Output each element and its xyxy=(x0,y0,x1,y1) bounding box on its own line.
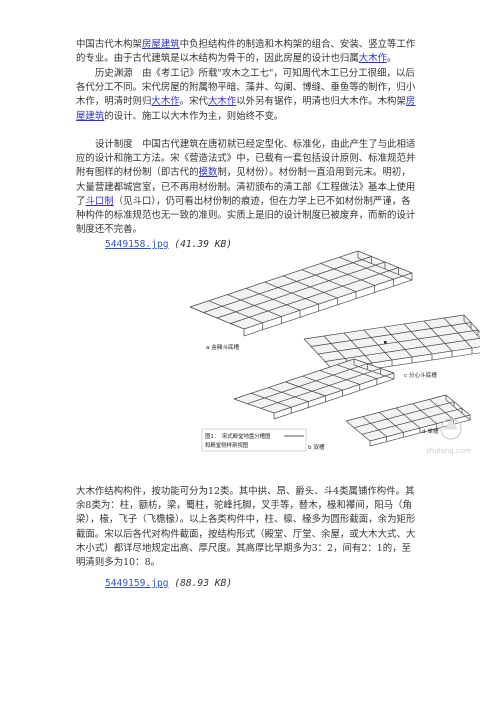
figure-labels: a 金厢斗底槽 c 分心斗底槽 b 双槽 d 单槽 xyxy=(206,341,439,451)
design-paragraph: 设计制度 中国古代建筑在唐初就已经定型化、标准化，由此产生了与此相适应的设计和施… xyxy=(76,138,420,237)
link-damuzuo-3[interactable]: 大木作 xyxy=(207,96,237,108)
design-text-3: （见斗口），仍可看出材份制的痕迹，但在力学上已不如材份制严谨，各种构件的标准规范… xyxy=(76,195,416,236)
link-damuzuo-2[interactable]: 大木作 xyxy=(151,96,180,108)
link-fangwu-jianzhu-2[interactable]: 房屋建筑 xyxy=(76,96,416,122)
plan-d-dancao xyxy=(345,394,471,447)
intro-text-2: 中负担结构件的制造和木构架的组合、安装、竖立等工作的专业。由于古代建筑是以木结构… xyxy=(76,39,416,65)
figure-caption-1: 图1： 宋式殿堂地盘分槽图 xyxy=(205,432,270,440)
structure-text: 大木作结构构件，按功能可分为12类。其中拱、昂、爵头、斗4类属铺作构件。其余8类… xyxy=(76,486,416,569)
history-text-1: 历史渊源 由《考工记》所载"攻木之工七"，可知周代木工已分工很细，以后各代分工不… xyxy=(76,68,416,108)
label-b: b 双槽 xyxy=(308,443,325,451)
history-text-2: 。宋代 xyxy=(179,96,208,108)
attachment-2-link[interactable]: 5449159.jpg xyxy=(105,578,169,589)
attachment-1-size: (41.39 KB) xyxy=(174,239,233,250)
label-a: a 金厢斗底槽 xyxy=(206,343,240,351)
dougong-plan-figure: 图1： 宋式殿堂地盘分槽图 和殿堂侧样剖视图 a 金厢斗底槽 c 分心斗底槽 b… xyxy=(189,250,480,455)
intro-text-3: 。 xyxy=(387,53,397,65)
intro-text-1: 中国古代木构架 xyxy=(76,39,142,50)
history-paragraph: 历史渊源 由《考工记》所载"攻木之工七"，可知周代木工已分工很细，以后各代分工不… xyxy=(76,67,420,124)
plan-c-fenxin xyxy=(303,314,480,376)
link-moshu[interactable]: 模数 xyxy=(198,167,218,179)
structure-paragraph: 大木作结构构件，按功能可分为12类。其中拱、昂、爵头、斗4类属铺作构件。其余8类… xyxy=(76,485,420,570)
history-text-4: 的设计、施工以大木作为主，则始终不变。 xyxy=(104,110,284,122)
link-fangwu-jianzhu[interactable]: 房屋建筑 xyxy=(141,39,180,50)
design-text-1: 设计制度 中国古代建筑在唐初就已经定型化、标准化，由此产生了与此相适应的设计和施… xyxy=(76,139,416,179)
label-c: c 分心斗底槽 xyxy=(404,371,437,379)
history-text-3: 以外另有锯作，明清也归大木作。木构架 xyxy=(236,96,406,108)
figure-caption-box: 图1： 宋式殿堂地盘分槽图 和殿堂侧样剖视图 xyxy=(201,428,307,452)
link-doukou[interactable]: 斗口制 xyxy=(85,195,114,207)
label-d: d 单槽 xyxy=(422,427,439,435)
plan-b-shuangcao xyxy=(233,358,396,420)
attachment-2: 5449159.jpg (88.93 KB) xyxy=(105,578,232,590)
figure-caption-2: 和殿堂侧样剖视图 xyxy=(205,441,248,449)
attachment-1-link[interactable]: 5449158.jpg xyxy=(105,239,169,250)
floor-plan-drawings xyxy=(189,250,480,447)
link-damuzuo[interactable]: 大木作 xyxy=(358,53,388,65)
watermark-logo: zhulong.com xyxy=(426,418,471,455)
intro-paragraph: 中国古代木构架房屋建筑中负担结构件的制造和木构架的组合、安装、竖立等工作的专业。… xyxy=(76,38,420,66)
design-text-2: 制，见材份）。材份制一直沿用到元末。明初，大量营建都城宫室，已不再用材份制。清初… xyxy=(76,167,416,207)
attachment-2-size: (88.93 KB) xyxy=(174,578,233,589)
watermark-text: zhulong.com xyxy=(426,447,471,455)
attachment-1: 5449158.jpg (41.39 KB) xyxy=(105,239,232,251)
plan-a-jinxiang xyxy=(189,250,414,337)
